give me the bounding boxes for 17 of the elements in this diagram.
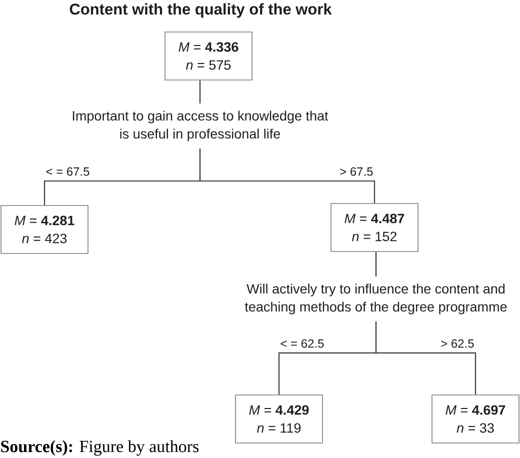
tree-node-box: M = 4.429 n = 119 <box>235 394 323 444</box>
edge-label: < = 62.5 <box>279 338 326 349</box>
tree-node-box: M = 4.697 n = 33 <box>432 394 520 444</box>
edge-label: > 67.5 <box>338 166 374 177</box>
caption: Source(s): Figure by authors <box>1 440 199 456</box>
branch-line <box>199 148 376 204</box>
edge-label: < = 67.5 <box>44 166 91 177</box>
branch-line <box>375 252 377 276</box>
split-question: Will actively try to influence the content and teaching methods of the degree programme <box>244 284 507 314</box>
tree-node-box: M = 4.487 n = 152 <box>330 203 418 252</box>
branch-line <box>375 321 476 395</box>
tree-node-box: M = 4.281 n = 423 <box>0 205 88 254</box>
tree-node-box: M = 4.336 n = 575 <box>164 32 252 80</box>
title: Content with the quality of the work <box>70 3 332 18</box>
edge-label: > 62.5 <box>440 338 476 349</box>
branch-line <box>199 80 201 104</box>
split-question: Important to gain access to knowledge that is useful in professional life <box>72 110 328 142</box>
